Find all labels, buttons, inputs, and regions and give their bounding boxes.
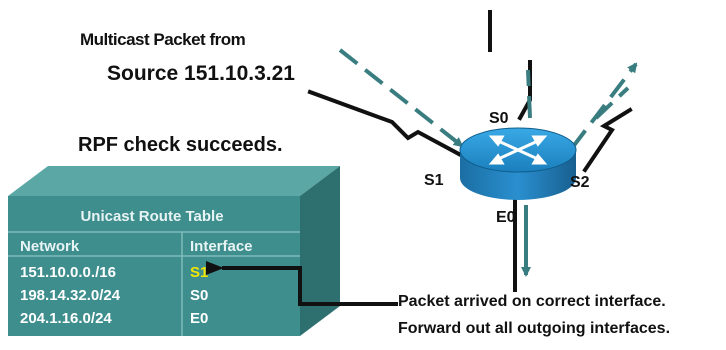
router-icon xyxy=(459,127,577,200)
packet-note-line2: Forward out all outgoing interfaces. xyxy=(398,320,671,337)
rpf-status-label: RPF check succeeds. xyxy=(78,134,283,156)
interface-label-s2: S2 xyxy=(570,174,590,191)
route-row-network: 151.10.0.0./16 xyxy=(20,264,116,281)
route-row-interface: E0 xyxy=(190,310,209,327)
interface-label-s0: S0 xyxy=(489,110,509,127)
route-row-network: 204.1.16.0/24 xyxy=(20,310,112,327)
source-label-line1: Multicast Packet from xyxy=(80,30,246,49)
table-side-face xyxy=(300,166,340,336)
interface-label-s1: S1 xyxy=(424,172,444,189)
s1-serial-link xyxy=(307,89,473,163)
route-table-header-network: Network xyxy=(20,238,80,255)
route-row-network: 198.14.32.0/24 xyxy=(20,287,121,304)
route-table-header-interface: Interface xyxy=(190,238,253,255)
route-table-title: Unicast Route Table xyxy=(80,208,224,225)
packet-note-line1: Packet arrived on correct interface. xyxy=(398,293,666,310)
source-label-line2: Source 151.10.3.21 xyxy=(107,62,295,85)
outgoing-flow-arrow-right xyxy=(594,86,630,120)
interface-label-e0: E0 xyxy=(496,209,516,226)
outgoing-flow-arrow-upper xyxy=(526,69,532,119)
multicast-flow-arrows xyxy=(338,48,638,277)
route-table-box xyxy=(8,166,340,336)
route-row-interface: S1 xyxy=(190,264,209,281)
outgoing-flow-arrow-top xyxy=(570,62,638,150)
pointer-arrow xyxy=(206,261,398,306)
s2-serial-link xyxy=(582,107,633,173)
table-top-face xyxy=(8,166,340,196)
route-row-interface: S0 xyxy=(190,287,209,304)
incoming-flow-arrow xyxy=(338,48,464,148)
